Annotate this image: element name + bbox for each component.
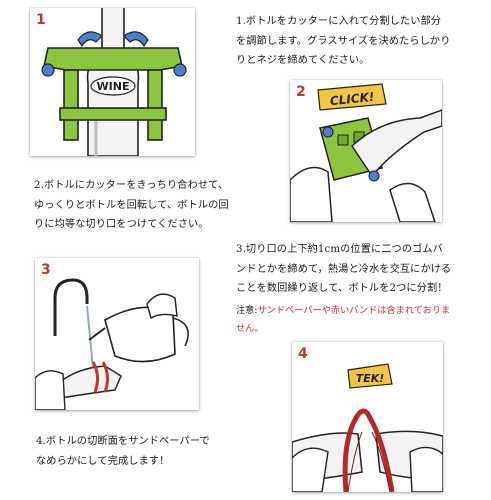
step1-number: 1: [36, 12, 46, 28]
step4-line2: なめらかにして完成します！: [36, 455, 170, 467]
step3-line3: ことを数回繰り返して、ボトルを2つに分割！: [236, 283, 448, 294]
note-line1: サンドペーパーや赤いバンドは含まれておりま: [257, 305, 451, 316]
tek-sound: TEK!: [356, 372, 385, 385]
step1-text: 1.ボトルをカッターに入れて分割したい部分 を調節します。グラスサイズを決めたら…: [236, 12, 491, 71]
step3-illustration: 3: [35, 258, 199, 410]
wine-label: WINE: [97, 80, 130, 93]
step4-illustration: TEK! 4: [292, 342, 443, 492]
step3-text: 3.切り口の上下約1cmの位置に二つのゴムバ ンドとかを締めて，熱湯と冷水を交互…: [236, 240, 491, 299]
bottle-cutter-drawing: WINE: [41, 8, 187, 156]
step3-line1: 3.切り口の上下約1cmの位置に二つのゴムバ: [236, 244, 443, 255]
step4-text: 4.ボトルの切断面をサンドペーパーで なめらかにして完成します！: [36, 432, 276, 471]
step2-line2: ゆっくりとボトルを回転して、ボトルの回: [34, 199, 229, 211]
step1-line3: りとネジを締めてください。: [236, 55, 370, 66]
step2-number: 2: [296, 84, 306, 100]
pouring-drawing: [35, 278, 189, 410]
step1-line1: 1.ボトルをカッターに入れて分割したい部分: [236, 16, 442, 27]
step3-line2: ンドとかを締めて，熱湯と冷水を交互にかける: [236, 263, 452, 275]
note-label: 注意:: [236, 305, 258, 316]
warning-note: 注意:サンドペーパーや赤いバンドは含まれておりま せん。: [236, 302, 491, 338]
step4-line1: 4.ボトルの切断面をサンドペーパーで: [36, 436, 210, 447]
step2-text: 2.ボトルにカッターをきっちり合わせて、 ゆっくりとボトルを回転して、ボトルの回…: [34, 176, 274, 235]
step2-line3: りに均等な切り口をつけてください。: [34, 219, 209, 230]
sanding-drawing: TEK!: [292, 363, 443, 492]
cutting-drawing: CLICK!: [290, 83, 442, 222]
click-sound: CLICK!: [329, 90, 375, 109]
step2-illustration: CLICK! 2: [290, 80, 442, 222]
step4-number: 4: [298, 346, 308, 362]
step1-illustration: WINE 1: [30, 8, 195, 156]
step2-line1: 2.ボトルにカッターをきっちり合わせて、: [34, 180, 229, 191]
step3-number: 3: [41, 262, 51, 278]
step1-line2: を調節します。グラスサイズを決めたらしかり: [236, 35, 451, 47]
note-line2: せん。: [236, 323, 264, 334]
